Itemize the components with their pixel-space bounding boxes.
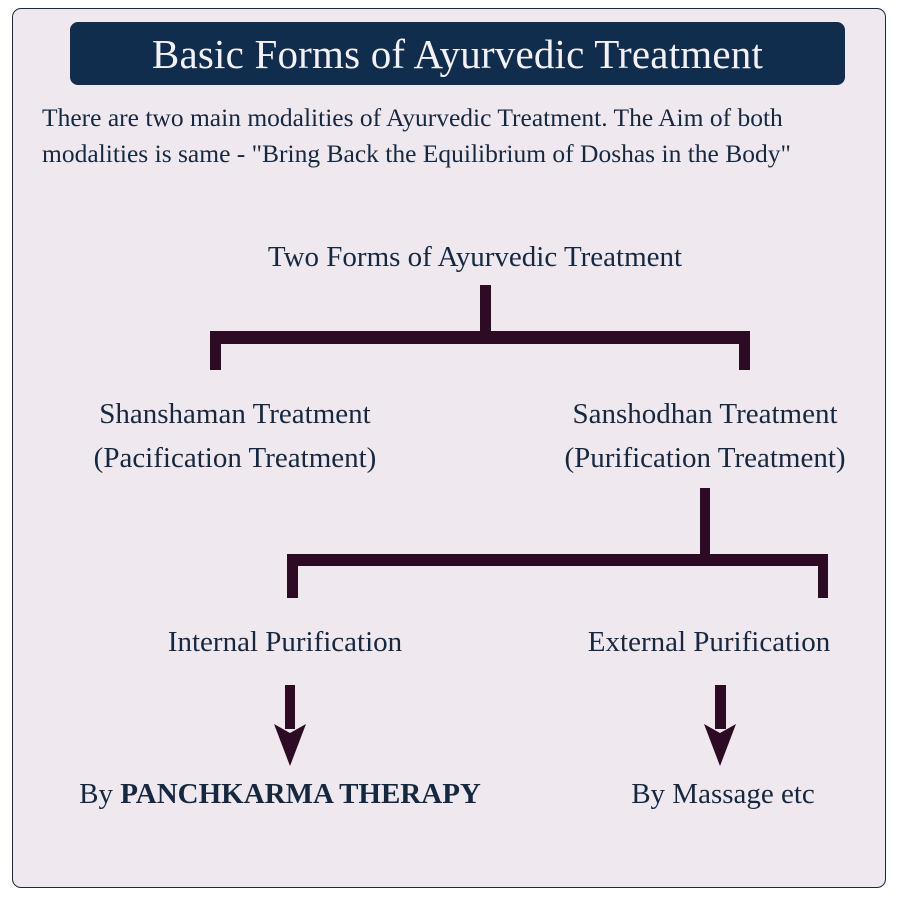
connector-sanshodhan-right-leg xyxy=(818,554,828,598)
result-internal: By PANCHKARMA THERAPY xyxy=(10,772,550,816)
node-shanshaman: Shanshaman Treatment (Pacification Treat… xyxy=(20,392,450,480)
node-internal-purification: Internal Purification xyxy=(167,626,403,658)
node-shanshaman-subtitle: (Pacification Treatment) xyxy=(93,442,377,474)
connector-root-stem xyxy=(480,285,491,335)
connector-sanshodhan-left-leg xyxy=(287,554,298,598)
result-internal-prefix: By xyxy=(79,778,121,810)
result-internal-emphasis: PANCHKARMA THERAPY xyxy=(120,778,481,810)
arrow-down-icon xyxy=(704,685,736,766)
node-sanshodhan-subtitle: (Purification Treatment) xyxy=(564,442,846,474)
node-shanshaman-title: Shanshaman Treatment xyxy=(99,398,371,430)
connector-root-bar xyxy=(210,331,750,344)
node-sanshodhan: Sanshodhan Treatment (Purification Treat… xyxy=(490,392,900,480)
result-external-text: By Massage etc xyxy=(631,778,815,810)
title-banner: Basic Forms of Ayurvedic Treatment xyxy=(70,22,845,85)
page-title: Basic Forms of Ayurvedic Treatment xyxy=(151,30,764,77)
connector-root-left-leg xyxy=(210,331,221,370)
node-external-purification: External Purification xyxy=(587,626,831,658)
connector-sanshodhan-stem xyxy=(700,488,710,558)
connector-root-right-leg xyxy=(739,331,750,370)
intro-paragraph: There are two main modalities of Ayurved… xyxy=(42,103,791,168)
connector-sanshodhan-bar xyxy=(287,554,828,566)
diagram-card xyxy=(12,8,886,888)
result-external: By Massage etc xyxy=(573,772,873,816)
root-node-label: Two Forms of Ayurvedic Treatment xyxy=(267,241,683,273)
node-sanshodhan-title: Sanshodhan Treatment xyxy=(572,398,838,430)
arrow-down-icon xyxy=(274,685,306,766)
